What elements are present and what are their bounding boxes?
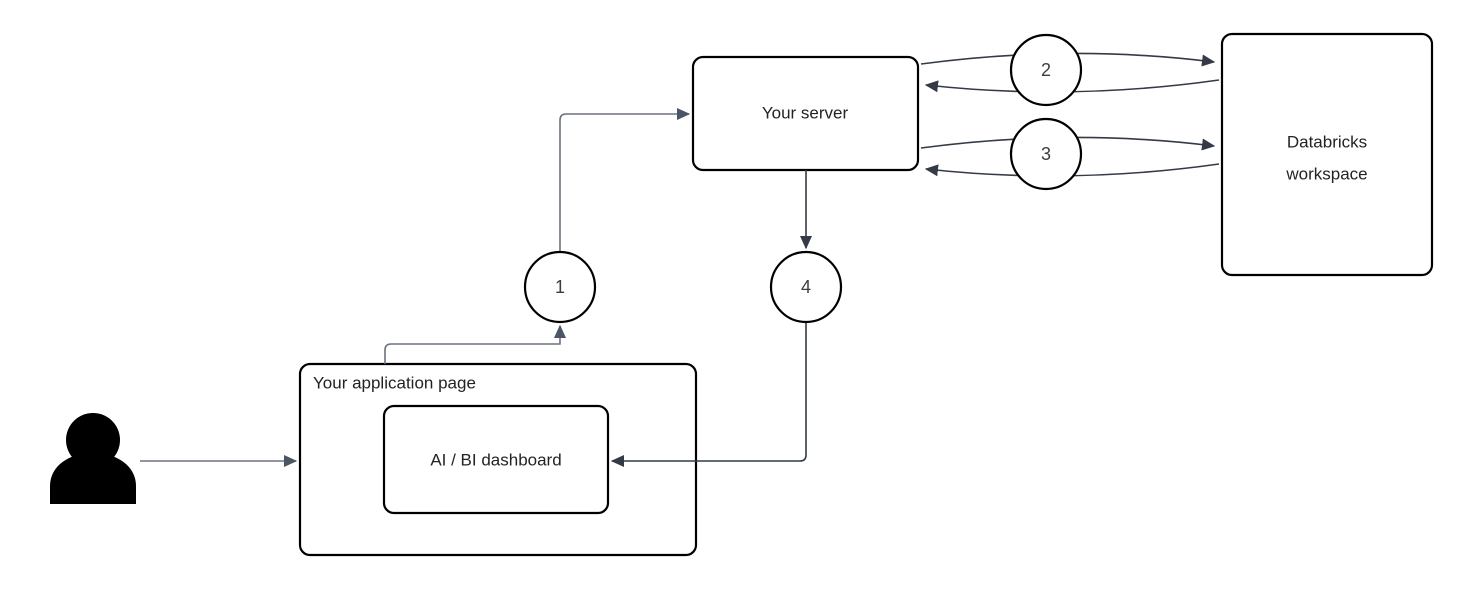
flow-step-1-lower (384, 324, 566, 364)
dashboard-label: AI / BI dashboard (430, 450, 561, 469)
user-person-icon (50, 413, 136, 504)
server-label: Your server (762, 103, 849, 122)
step-marker-1[interactable]: 1 (523, 250, 597, 324)
node-databricks-workspace[interactable]: Databricks workspace (1220, 32, 1434, 277)
step-marker-1-label: 1 (555, 277, 565, 297)
step-marker-3-label: 3 (1041, 144, 1051, 164)
node-ai-bi-dashboard[interactable]: AI / BI dashboard (382, 404, 610, 515)
node-your-server[interactable]: Your server (691, 55, 920, 172)
workspace-label-line1: Databricks (1287, 132, 1367, 151)
step-marker-4-label: 4 (801, 277, 811, 297)
application-page-label: Your application page (313, 373, 476, 392)
flow-step-1-upper (559, 108, 691, 252)
step-marker-2[interactable]: 2 (1009, 33, 1083, 107)
flow-step-4-lower (610, 322, 807, 467)
workspace-label-line2: workspace (1285, 164, 1367, 183)
step-marker-2-label: 2 (1041, 60, 1051, 80)
step-marker-4[interactable]: 4 (769, 250, 843, 324)
step-marker-3[interactable]: 3 (1009, 117, 1083, 191)
